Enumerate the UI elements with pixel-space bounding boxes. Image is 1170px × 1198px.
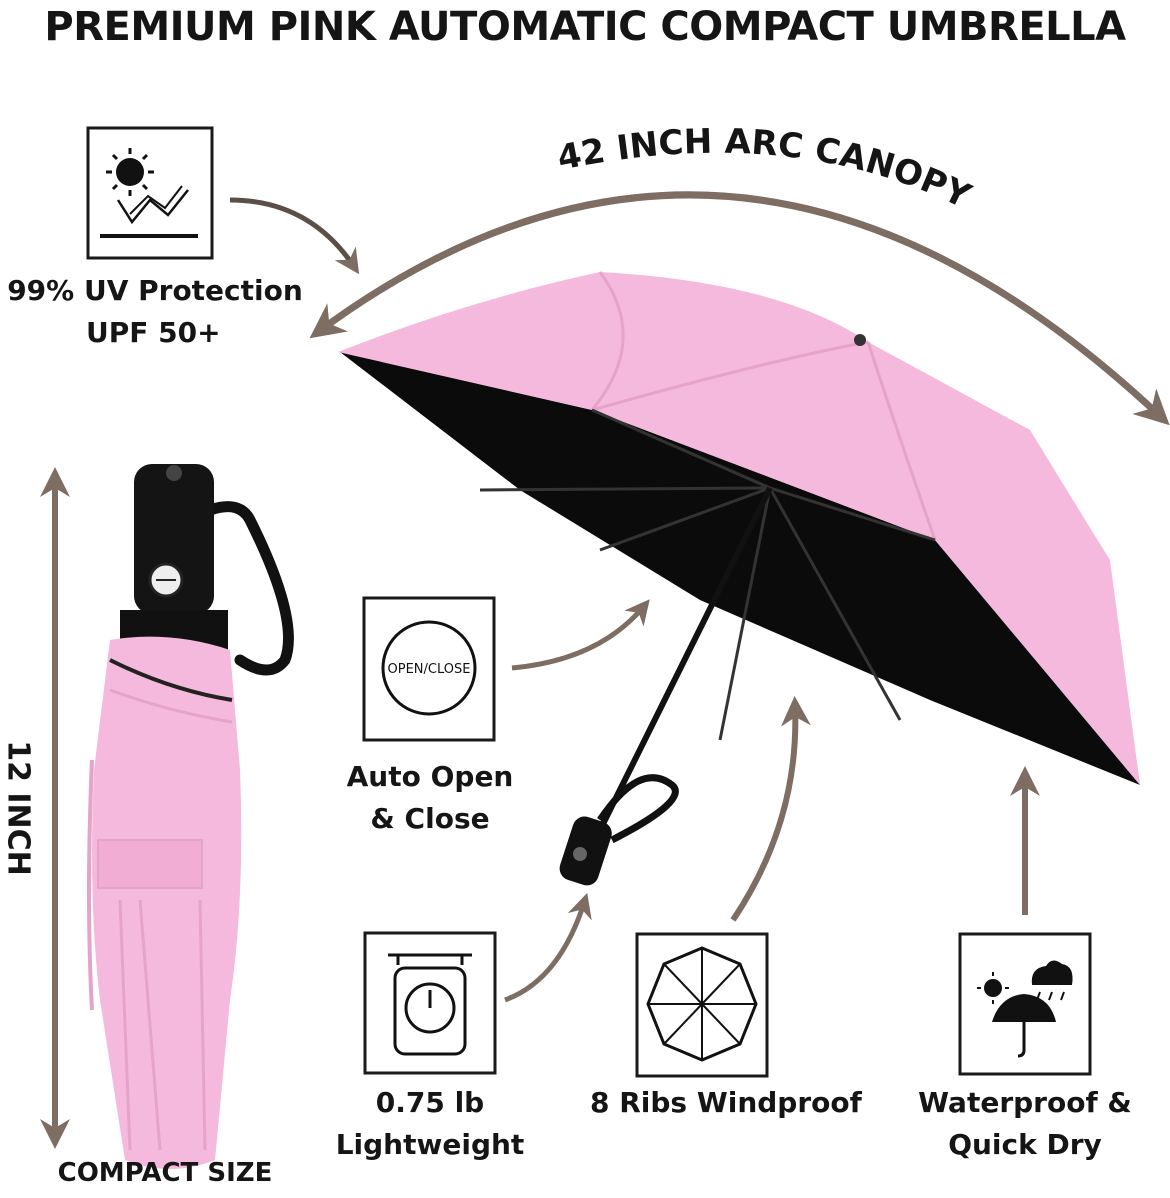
weather-umbrella-icon bbox=[958, 932, 1092, 1076]
auto-open-close-label: Auto Open & Close bbox=[346, 760, 514, 835]
arc-dimension-arrow bbox=[309, 191, 1170, 426]
page-title: PREMIUM PINK AUTOMATIC COMPACT UMBRELLA bbox=[44, 4, 1126, 50]
canopy-top bbox=[338, 272, 1140, 785]
sun-uv-icon bbox=[86, 126, 214, 260]
auto-arrow bbox=[511, 599, 650, 671]
weight-arrow bbox=[504, 892, 592, 1003]
folded-umbrella bbox=[87, 464, 294, 1169]
scale-icon bbox=[363, 931, 497, 1075]
weight-label: 0.75 lb Lightweight bbox=[335, 1086, 525, 1161]
umbrella-ribs-icon bbox=[635, 932, 769, 1078]
ribs-arrow bbox=[730, 696, 811, 922]
ribs-windproof-label: 8 Ribs Windproof bbox=[590, 1086, 862, 1119]
height-label: 12 INCH bbox=[0, 740, 36, 876]
canopy-underside bbox=[340, 352, 1140, 785]
compact-size-label: COMPACT SIZE bbox=[57, 1158, 273, 1188]
open-close-button-icon: OPEN/CLOSE bbox=[362, 596, 496, 742]
open-umbrella bbox=[338, 271, 1140, 886]
open-close-icon-text: OPEN/CLOSE bbox=[388, 662, 471, 677]
uv-protection-label: 99% UV Protection UPF 50+ bbox=[7, 274, 303, 349]
waterproof-label: Waterproof & Quick Dry bbox=[918, 1086, 1132, 1161]
uv-arrow bbox=[229, 197, 360, 275]
